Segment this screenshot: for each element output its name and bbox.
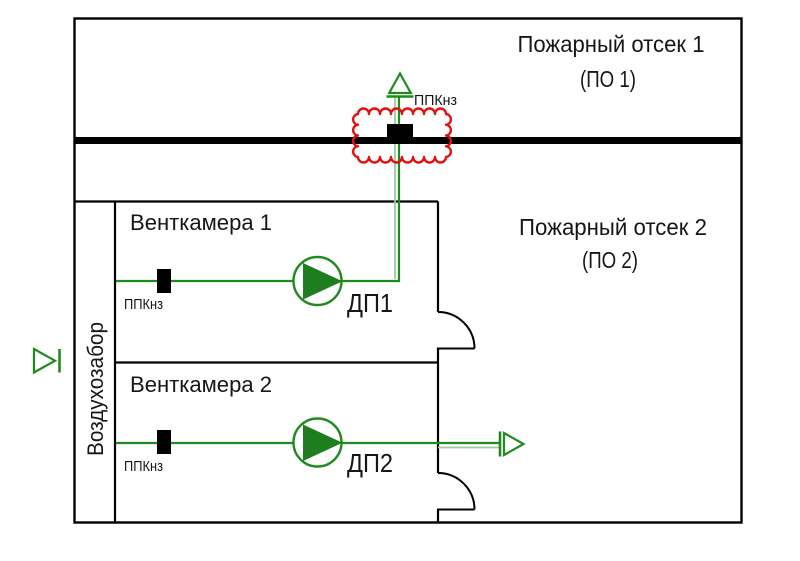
vent-block-walls bbox=[74, 200, 440, 523]
door1-swing-arc bbox=[437, 311, 476, 349]
door-chamber1 bbox=[437, 311, 476, 350]
air-intake-shaft-label: Воздухозабор bbox=[83, 322, 108, 456]
outlet-arrow-triangle bbox=[387, 71, 413, 95]
side-outlet-arrow-icon bbox=[498, 431, 526, 457]
building-outline bbox=[73, 17, 743, 524]
chamber1-duct-and-riser bbox=[116, 97, 401, 283]
fan1-icon bbox=[292, 255, 343, 307]
fan2-label: ДП2 bbox=[347, 448, 393, 478]
roof-outlet-arrow-icon bbox=[386, 71, 414, 98]
intake-arrow-triangle bbox=[32, 347, 58, 375]
chamber1-fire-damper bbox=[157, 269, 171, 293]
compartment2-subtitle: (ПО 2) bbox=[582, 247, 638, 273]
fan2-blade bbox=[303, 424, 343, 461]
fan2-icon bbox=[292, 417, 343, 468]
revision-cloud bbox=[351, 107, 453, 164]
chamber1-damper-label: ППКнз bbox=[124, 296, 163, 313]
chamber2-label: Венткамера 2 bbox=[130, 372, 272, 397]
compartment2-title: Пожарный отсек 2 bbox=[519, 214, 707, 240]
side-arrow-triangle bbox=[502, 431, 526, 457]
firewall-fire-damper bbox=[387, 124, 413, 139]
fan1-blade bbox=[303, 263, 343, 300]
firewall-damper-label: ППКнз bbox=[414, 92, 457, 109]
door-chamber2 bbox=[437, 472, 476, 511]
fan1-label: ДП1 bbox=[347, 288, 393, 318]
chamber2-damper-label: ППКнз bbox=[124, 458, 163, 475]
compartment1-title: Пожарный отсек 1 bbox=[518, 31, 705, 57]
chamber1-label: Венткамера 1 bbox=[130, 210, 272, 235]
chamber2-fire-damper bbox=[157, 430, 171, 454]
compartment1-subtitle: (ПО 1) bbox=[580, 66, 636, 92]
door2-swing-arc bbox=[437, 472, 476, 510]
air-intake-arrow-icon bbox=[32, 347, 61, 375]
